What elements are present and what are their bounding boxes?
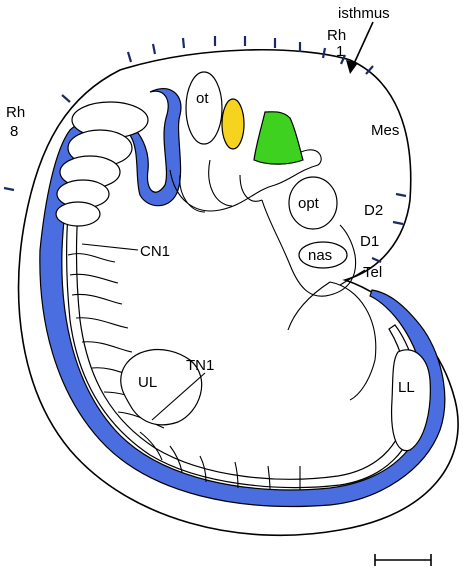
nerve [139, 431, 163, 461]
nerve [69, 273, 119, 284]
nerve [234, 461, 239, 489]
rhombomeres [55, 101, 149, 227]
label-ot: ot [196, 90, 209, 107]
tick [392, 220, 404, 226]
tick-marks [3, 36, 407, 264]
green-region [253, 111, 304, 165]
label-nas: nas [308, 247, 332, 264]
tick [61, 94, 71, 103]
tick [339, 54, 347, 65]
hindbrain-midbrain-outline [169, 149, 322, 212]
tick [126, 51, 133, 63]
lower-head-curve [287, 281, 377, 401]
label-d1: D1 [360, 233, 379, 250]
tick [395, 192, 407, 198]
label-mes: Mes [371, 122, 399, 139]
nerve [71, 293, 123, 305]
label-cn1: CN1 [140, 243, 170, 260]
forebrain-outline [261, 199, 357, 297]
label-rh8-b: 8 [10, 123, 18, 140]
upper-limb-bud [120, 348, 203, 426]
tel-leader [339, 269, 366, 286]
tick [3, 186, 15, 192]
nerve [267, 465, 271, 491]
tick [321, 47, 327, 59]
tick [365, 65, 374, 75]
nerve [81, 341, 133, 353]
isthmus-arrow [351, 21, 374, 69]
label-tel: Tel [363, 264, 382, 281]
label-rh1-a: Rh [327, 27, 346, 44]
optic-cup [288, 176, 338, 230]
brain-lobes [179, 159, 263, 213]
label-ul: UL [138, 374, 157, 391]
label-d2: D2 [364, 202, 383, 219]
nasal-placode [298, 241, 348, 269]
tick [371, 256, 382, 264]
rhombomere [55, 201, 101, 227]
nerve [75, 317, 129, 329]
label-ll: LL [398, 379, 415, 396]
isthmus-arrowhead [346, 60, 358, 74]
label-isthmus: isthmus [338, 5, 390, 22]
tick [151, 43, 157, 55]
embryo-outline [17, 48, 459, 537]
nerve [199, 455, 207, 483]
label-tn1: TN1 [186, 357, 214, 374]
tick [181, 37, 186, 49]
nerve [169, 445, 183, 473]
cn1-leader [81, 243, 139, 251]
otic-vesicle [185, 71, 223, 145]
label-rh1-b: 1 [336, 43, 344, 60]
label-opt: opt [298, 195, 320, 212]
tn1-leader [151, 372, 206, 421]
scale-bar [374, 554, 432, 566]
label-rh8-a: Rh [6, 104, 25, 121]
nerve [67, 253, 116, 263]
lower-limb-bud [390, 349, 431, 452]
yellow-region [221, 98, 245, 150]
spinal-canal [66, 159, 420, 489]
